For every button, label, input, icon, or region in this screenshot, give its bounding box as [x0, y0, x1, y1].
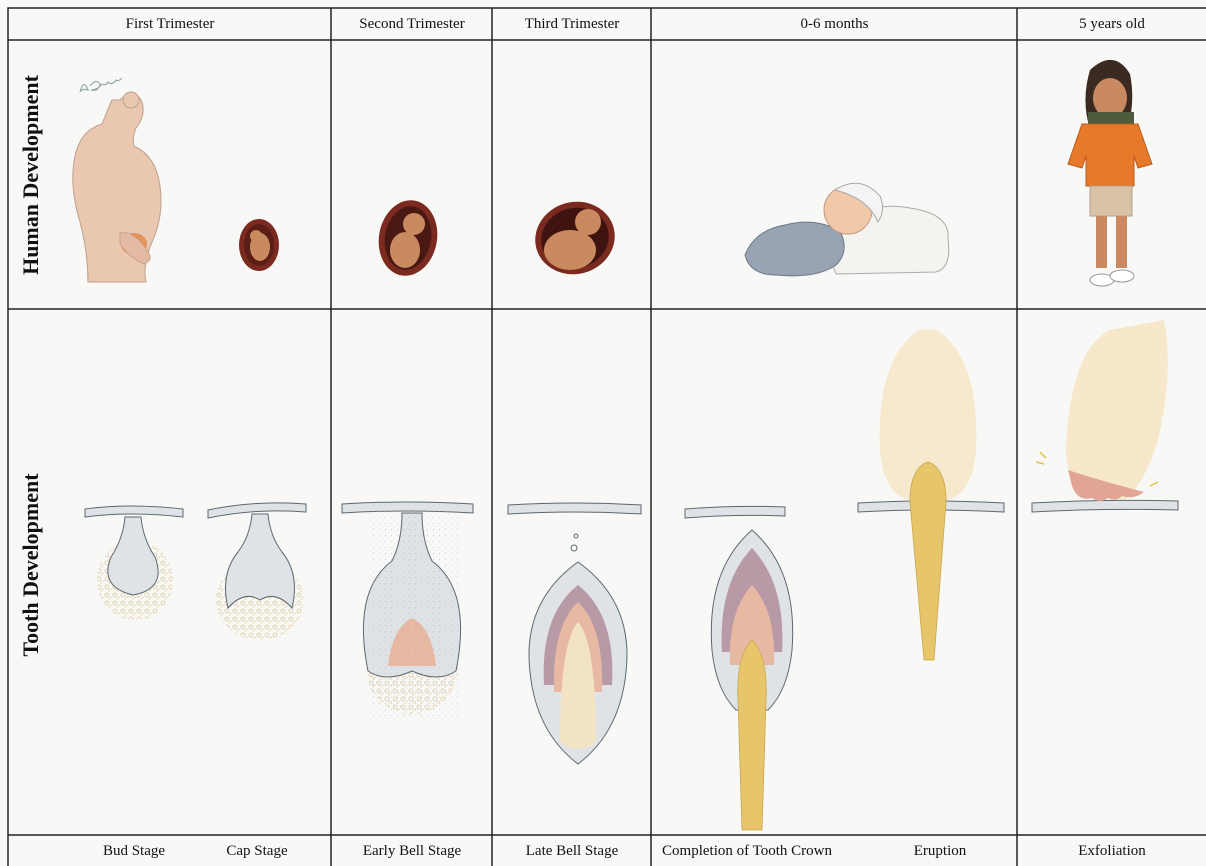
signature	[80, 78, 122, 92]
tooth-early-bell-stage	[363, 500, 460, 720]
child-illustration	[1068, 60, 1152, 286]
fetus-first-trimester	[239, 219, 279, 271]
fetus-second-trimester	[373, 196, 443, 281]
tooth-exfoliation	[1036, 320, 1168, 501]
oral-epithelium	[85, 500, 1178, 518]
tooth-bud-stage	[97, 517, 173, 620]
tooth-crown-completion	[711, 530, 792, 830]
grid	[8, 8, 1206, 866]
tooth-late-bell-stage	[529, 534, 627, 764]
tooth-cap-stage	[216, 514, 304, 640]
tooth-eruption	[880, 329, 977, 660]
sleeping-baby-illustration	[745, 183, 949, 276]
fetus-third-trimester	[527, 193, 623, 283]
pregnant-woman-illustration	[73, 92, 161, 282]
